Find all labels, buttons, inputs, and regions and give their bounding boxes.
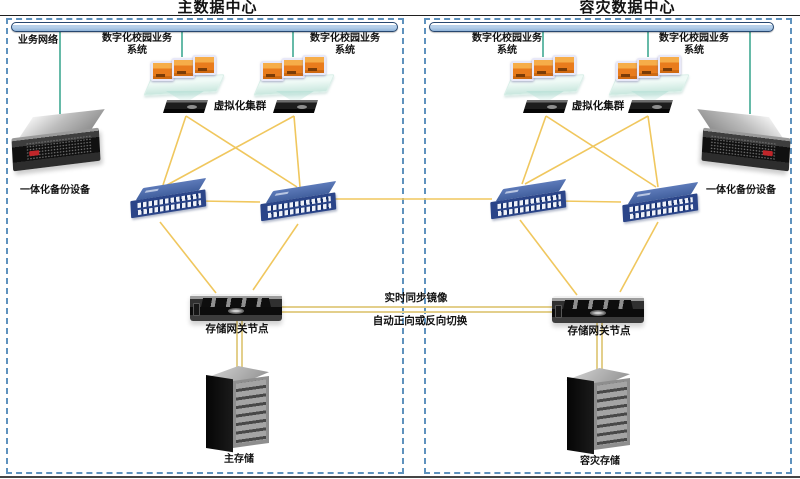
- primary-storage-tower: [205, 366, 271, 456]
- gateway-slots: [201, 298, 271, 307]
- host-server-icon: [523, 100, 568, 113]
- campus-system-label-line2: 系统: [127, 44, 147, 56]
- vm-server-icon: [303, 55, 326, 75]
- vm-server-icon: [616, 61, 639, 81]
- cluster-funnel: [166, 91, 204, 101]
- cluster-funnel: [526, 91, 564, 101]
- dr-backup-appliance: [697, 109, 791, 176]
- storage-gateway-label: 存储网关节点: [567, 325, 631, 337]
- campus-system-label-line1: 数字化校园业务: [659, 33, 729, 44]
- tower-left-face: [206, 375, 233, 453]
- cluster-funnel: [276, 91, 314, 101]
- primary-storage-label: 主存储: [224, 454, 254, 465]
- primary-network-backbone: [11, 22, 398, 32]
- campus-system-label-line2: 系统: [497, 44, 517, 56]
- primary-vm-cluster-2: [253, 54, 335, 116]
- campus-system-label-line1: 数字化校园业务: [310, 33, 380, 44]
- storage-gateway-label: 存储网关节点: [205, 323, 269, 335]
- dr-storage-tower: [566, 368, 632, 458]
- cluster-funnel: [631, 91, 669, 101]
- title-underline: [0, 15, 800, 16]
- campus-system-label: 数字化校园业务 系统: [89, 33, 185, 56]
- campus-system-label-line2: 系统: [335, 44, 355, 56]
- host-server-icon: [628, 100, 673, 113]
- host-server-icon: [273, 100, 318, 113]
- campus-system-label-line1: 数字化校园业务: [102, 33, 172, 44]
- dr-vm-cluster-1: [503, 54, 585, 116]
- sync-mirror-label: 实时同步镜像: [384, 292, 448, 304]
- vm-server-icon: [553, 55, 576, 75]
- virtualization-cluster-label: 虚拟化集群: [213, 100, 267, 112]
- business-network-label: 业务网络: [18, 35, 58, 46]
- campus-system-label-line2: 系统: [684, 44, 704, 56]
- dr-vm-cluster-2: [608, 54, 690, 116]
- vm-server-icon: [511, 61, 534, 81]
- tower-left-face: [567, 377, 594, 455]
- primary-datacenter-title: 主数据中心: [177, 0, 258, 16]
- gateway-slots: [563, 300, 633, 309]
- vm-server-icon: [658, 55, 681, 75]
- backup-appliance-label: 一体化备份设备: [20, 185, 90, 196]
- gateway-logo: [228, 308, 244, 314]
- primary-backup-appliance: [11, 109, 105, 176]
- primary-storage-gateway: [190, 294, 282, 321]
- dr-network-backbone: [429, 22, 774, 32]
- primary-vm-cluster-1: [143, 54, 225, 116]
- vm-server-icon: [193, 55, 216, 75]
- vm-server-icon: [637, 58, 660, 78]
- virtualization-cluster-label: 虚拟化集群: [571, 100, 625, 112]
- page-bottom-border: [0, 476, 800, 478]
- vm-server-icon: [172, 58, 195, 78]
- vm-server-icon: [151, 61, 174, 81]
- campus-system-label-line1: 数字化校园业务: [472, 33, 542, 44]
- primary-site-boundary: [6, 18, 404, 474]
- vm-server-icon: [261, 61, 284, 81]
- host-server-icon: [163, 100, 208, 113]
- campus-system-label: 数字化校园业务 系统: [646, 33, 742, 56]
- dr-storage-gateway: [552, 296, 644, 323]
- backup-appliance-label: 一体化备份设备: [706, 185, 776, 196]
- gateway-logo: [590, 310, 606, 316]
- dr-datacenter-title: 容灾数据中心: [579, 0, 676, 16]
- dr-storage-label: 容灾存储: [580, 456, 620, 467]
- campus-system-label: 数字化校园业务 系统: [297, 33, 393, 56]
- vm-server-icon: [532, 58, 555, 78]
- campus-system-label: 数字化校园业务 系统: [459, 33, 555, 56]
- dr-site-boundary: [424, 18, 792, 474]
- vm-server-icon: [282, 58, 305, 78]
- tower-drive-bays: [233, 375, 269, 448]
- failover-switch-label: 自动正向或反向切换: [372, 315, 468, 327]
- tower-drive-bays: [594, 377, 630, 450]
